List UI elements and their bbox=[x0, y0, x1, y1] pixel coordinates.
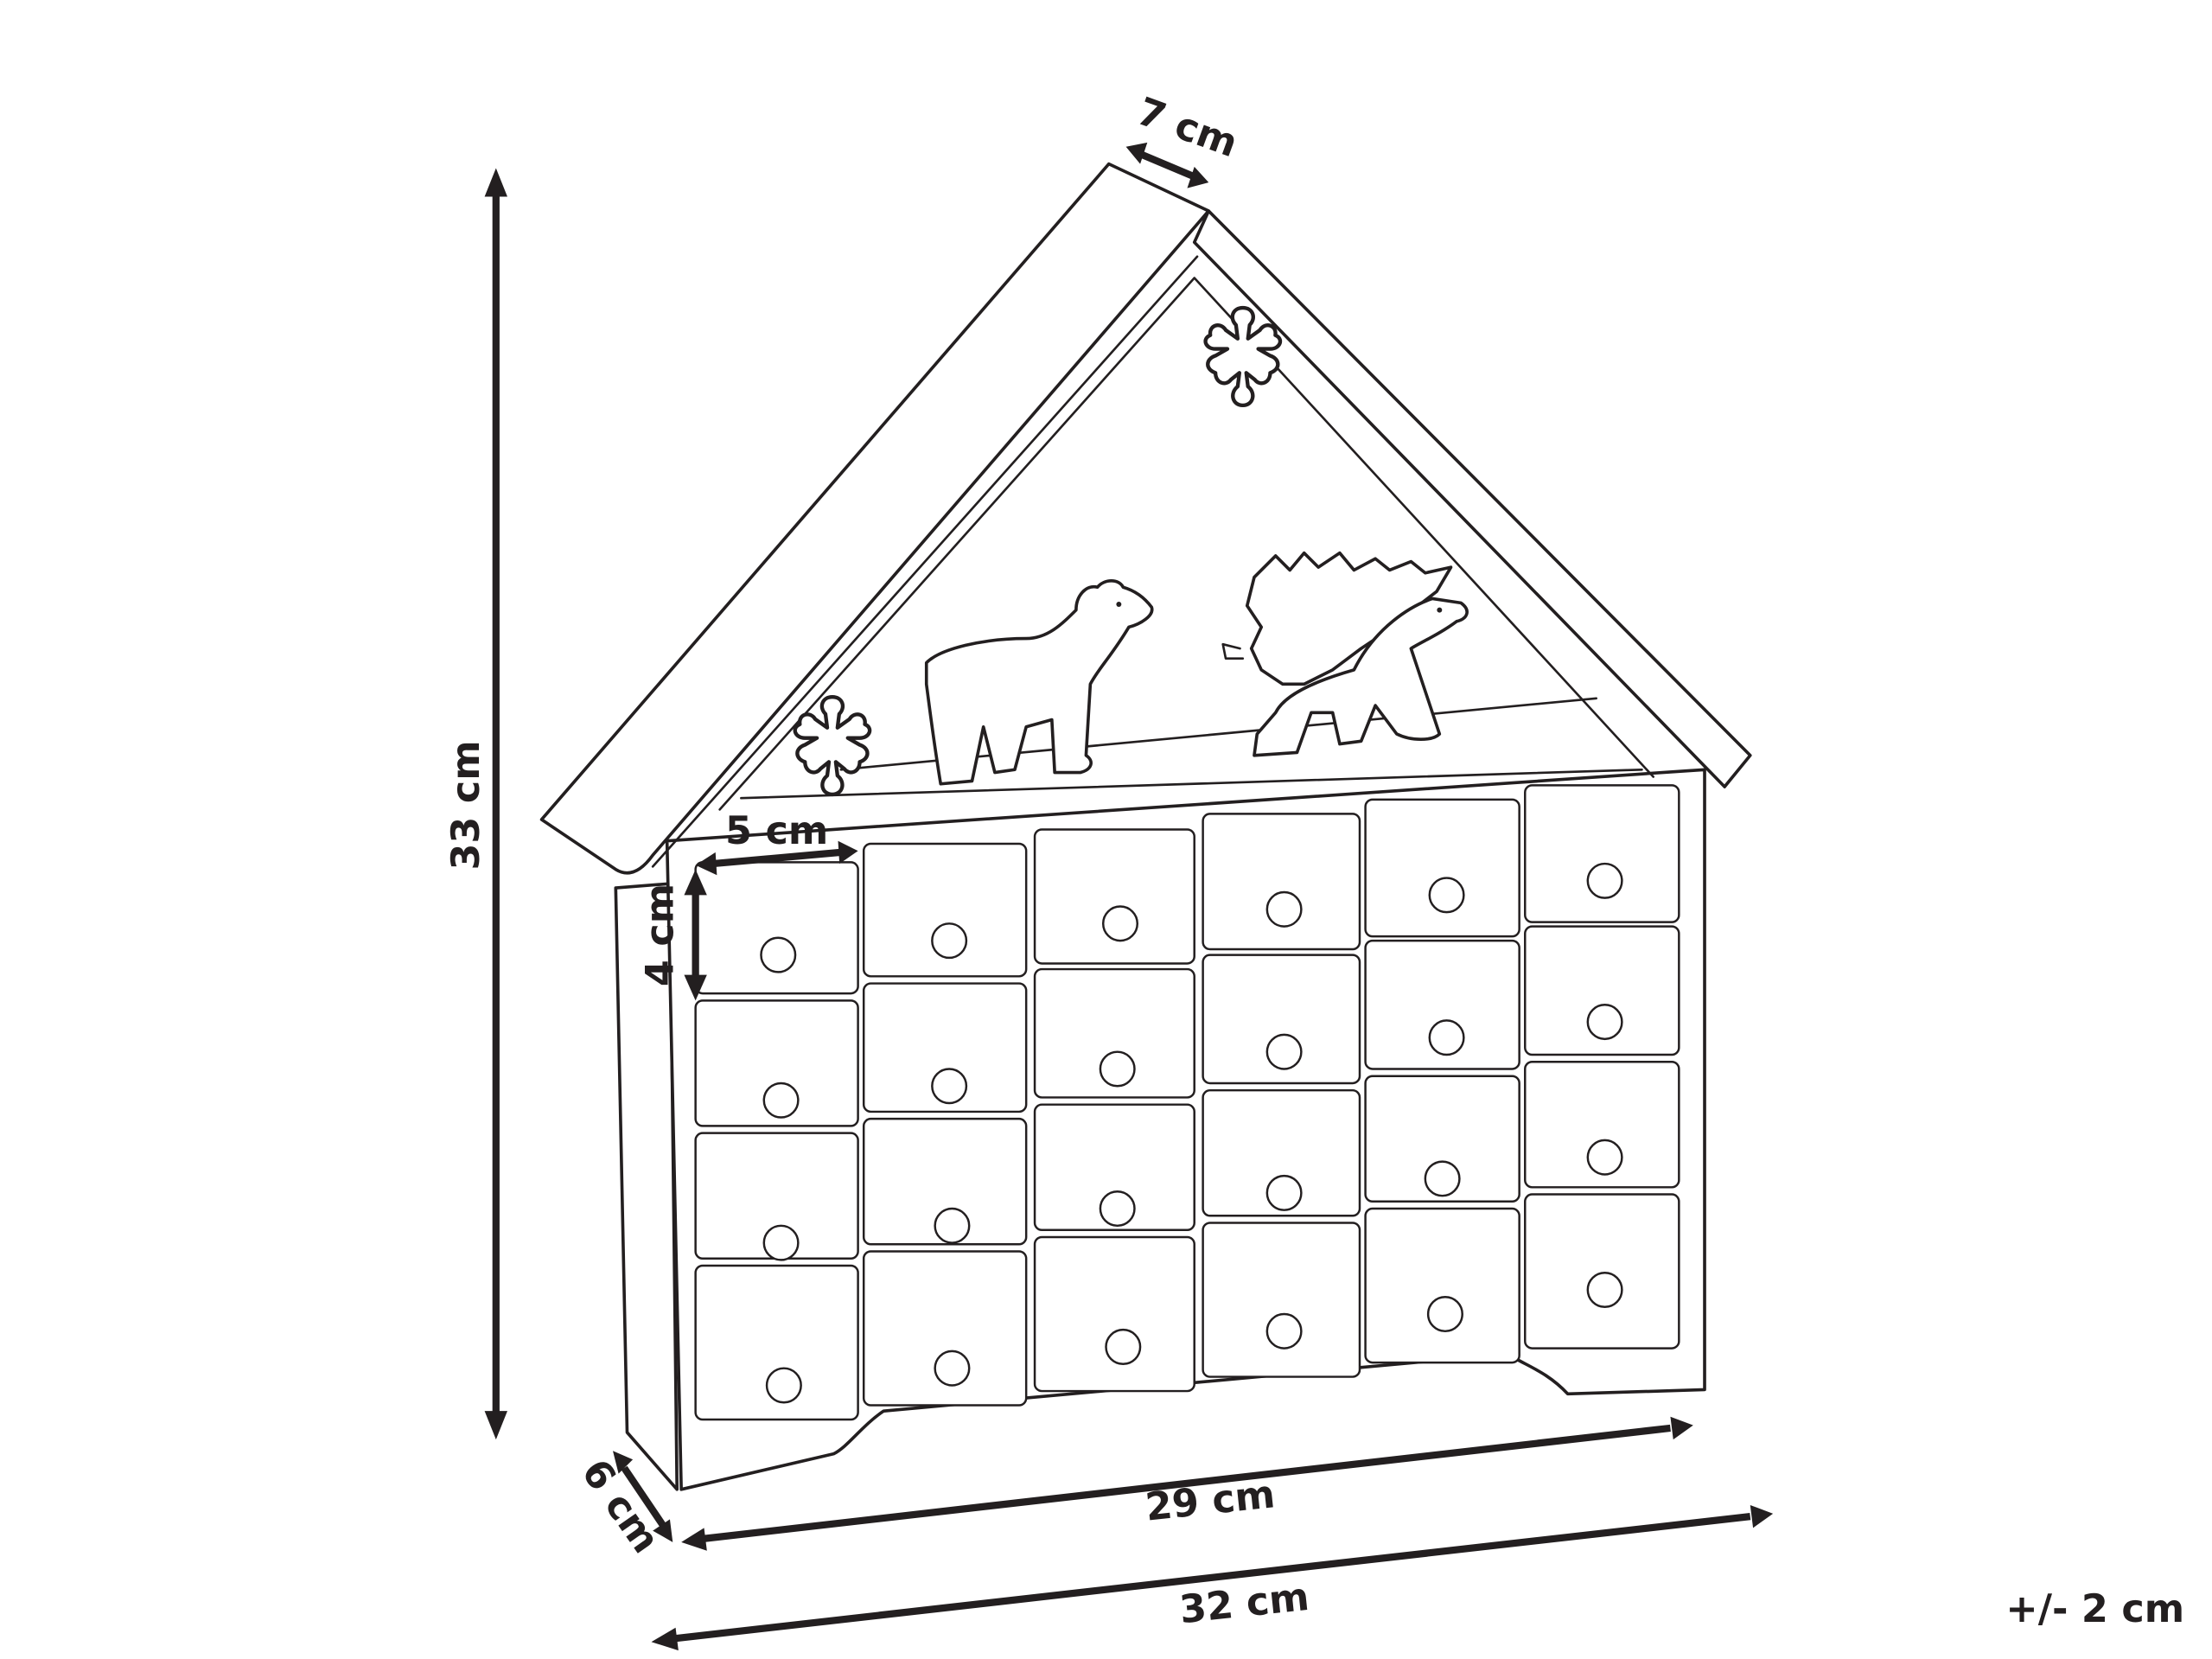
drawer-knob-icon bbox=[1265, 1312, 1303, 1350]
drawer-knob-icon bbox=[1265, 1033, 1303, 1070]
drawer-knob-icon bbox=[1586, 1139, 1623, 1176]
drawer[interactable] bbox=[1202, 813, 1361, 951]
drawer-height-label: 4 cm bbox=[638, 884, 682, 986]
drawer-knob-icon bbox=[1265, 890, 1303, 928]
dimension-height: 33 cm bbox=[444, 168, 507, 1440]
drawer-knob-icon bbox=[934, 1207, 971, 1244]
drawer-row-1 bbox=[694, 784, 1680, 995]
drawer-knob-icon bbox=[1101, 905, 1139, 942]
drawer-knob-icon bbox=[1424, 1160, 1461, 1197]
drawer-knob-icon bbox=[1586, 1004, 1623, 1041]
drawer[interactable] bbox=[694, 999, 859, 1127]
drawer-knob-icon bbox=[931, 1068, 968, 1105]
drawer-row-2 bbox=[694, 925, 1680, 1127]
drawer-knob-icon bbox=[1426, 1296, 1463, 1333]
drawer-row-4 bbox=[694, 1193, 1680, 1421]
drawer[interactable] bbox=[1524, 925, 1680, 1056]
drawer-knob-icon bbox=[1105, 1328, 1142, 1365]
drawer[interactable] bbox=[862, 1117, 1028, 1246]
total-width-label: 32 cm bbox=[1177, 1575, 1311, 1632]
drawer[interactable] bbox=[1524, 1060, 1680, 1189]
drawer-knob-icon bbox=[762, 1082, 800, 1119]
drawer[interactable] bbox=[694, 861, 859, 995]
drawer-knob-icon bbox=[934, 1350, 971, 1387]
snowflake-top-icon bbox=[1206, 308, 1280, 405]
drawer-width-label: 5 cm bbox=[725, 809, 828, 853]
drawer-knob-icon bbox=[1428, 1019, 1465, 1056]
drawer[interactable] bbox=[1033, 828, 1195, 965]
drawer[interactable] bbox=[862, 982, 1028, 1113]
drawer-knob-icon bbox=[1265, 1174, 1303, 1211]
drawer-knob-icon bbox=[760, 936, 797, 973]
drawer[interactable] bbox=[1364, 1075, 1520, 1203]
drawer-knob-icon bbox=[1586, 1271, 1623, 1309]
drawer[interactable] bbox=[1202, 954, 1361, 1085]
drawer-knob-icon bbox=[1099, 1050, 1136, 1088]
height-label: 33 cm bbox=[444, 740, 488, 870]
drawer-knob-icon bbox=[1428, 877, 1465, 914]
drawer[interactable] bbox=[1202, 1088, 1361, 1217]
drawer[interactable] bbox=[1364, 1207, 1520, 1364]
drawer-grid bbox=[694, 784, 1680, 1421]
drawer[interactable] bbox=[862, 1250, 1028, 1407]
tolerance-label: +/- 2 cm bbox=[2005, 1587, 2184, 1631]
drawer[interactable] bbox=[1524, 1193, 1680, 1350]
dimension-roof-depth: 7 cm bbox=[1125, 90, 1243, 188]
drawer-knob-icon bbox=[931, 922, 968, 960]
drawer-knob-icon bbox=[765, 1367, 802, 1404]
dimension-drawer-width: 5 cm bbox=[695, 809, 858, 876]
drawer-knob-icon bbox=[762, 1224, 800, 1261]
drawer-knob-icon bbox=[1099, 1190, 1136, 1228]
drawer[interactable] bbox=[1033, 1103, 1195, 1232]
drawer-knob-icon bbox=[1586, 862, 1623, 899]
drawer-row-3 bbox=[694, 1060, 1680, 1261]
drawer[interactable] bbox=[694, 1264, 859, 1421]
roof bbox=[539, 162, 1752, 875]
drawer[interactable] bbox=[1364, 798, 1520, 938]
polar-bear-icon bbox=[924, 579, 1154, 786]
drawer[interactable] bbox=[862, 842, 1028, 978]
drawer[interactable] bbox=[1202, 1222, 1361, 1378]
polar-bear-with-tree-icon bbox=[1221, 551, 1469, 757]
drawer[interactable] bbox=[1364, 939, 1520, 1070]
dimension-drawer-height: 4 cm bbox=[638, 869, 707, 1001]
drawer[interactable] bbox=[1033, 967, 1195, 1099]
body-width-label: 29 cm bbox=[1144, 1472, 1278, 1529]
drawer[interactable] bbox=[1524, 784, 1680, 923]
drawer[interactable] bbox=[1033, 1235, 1195, 1393]
